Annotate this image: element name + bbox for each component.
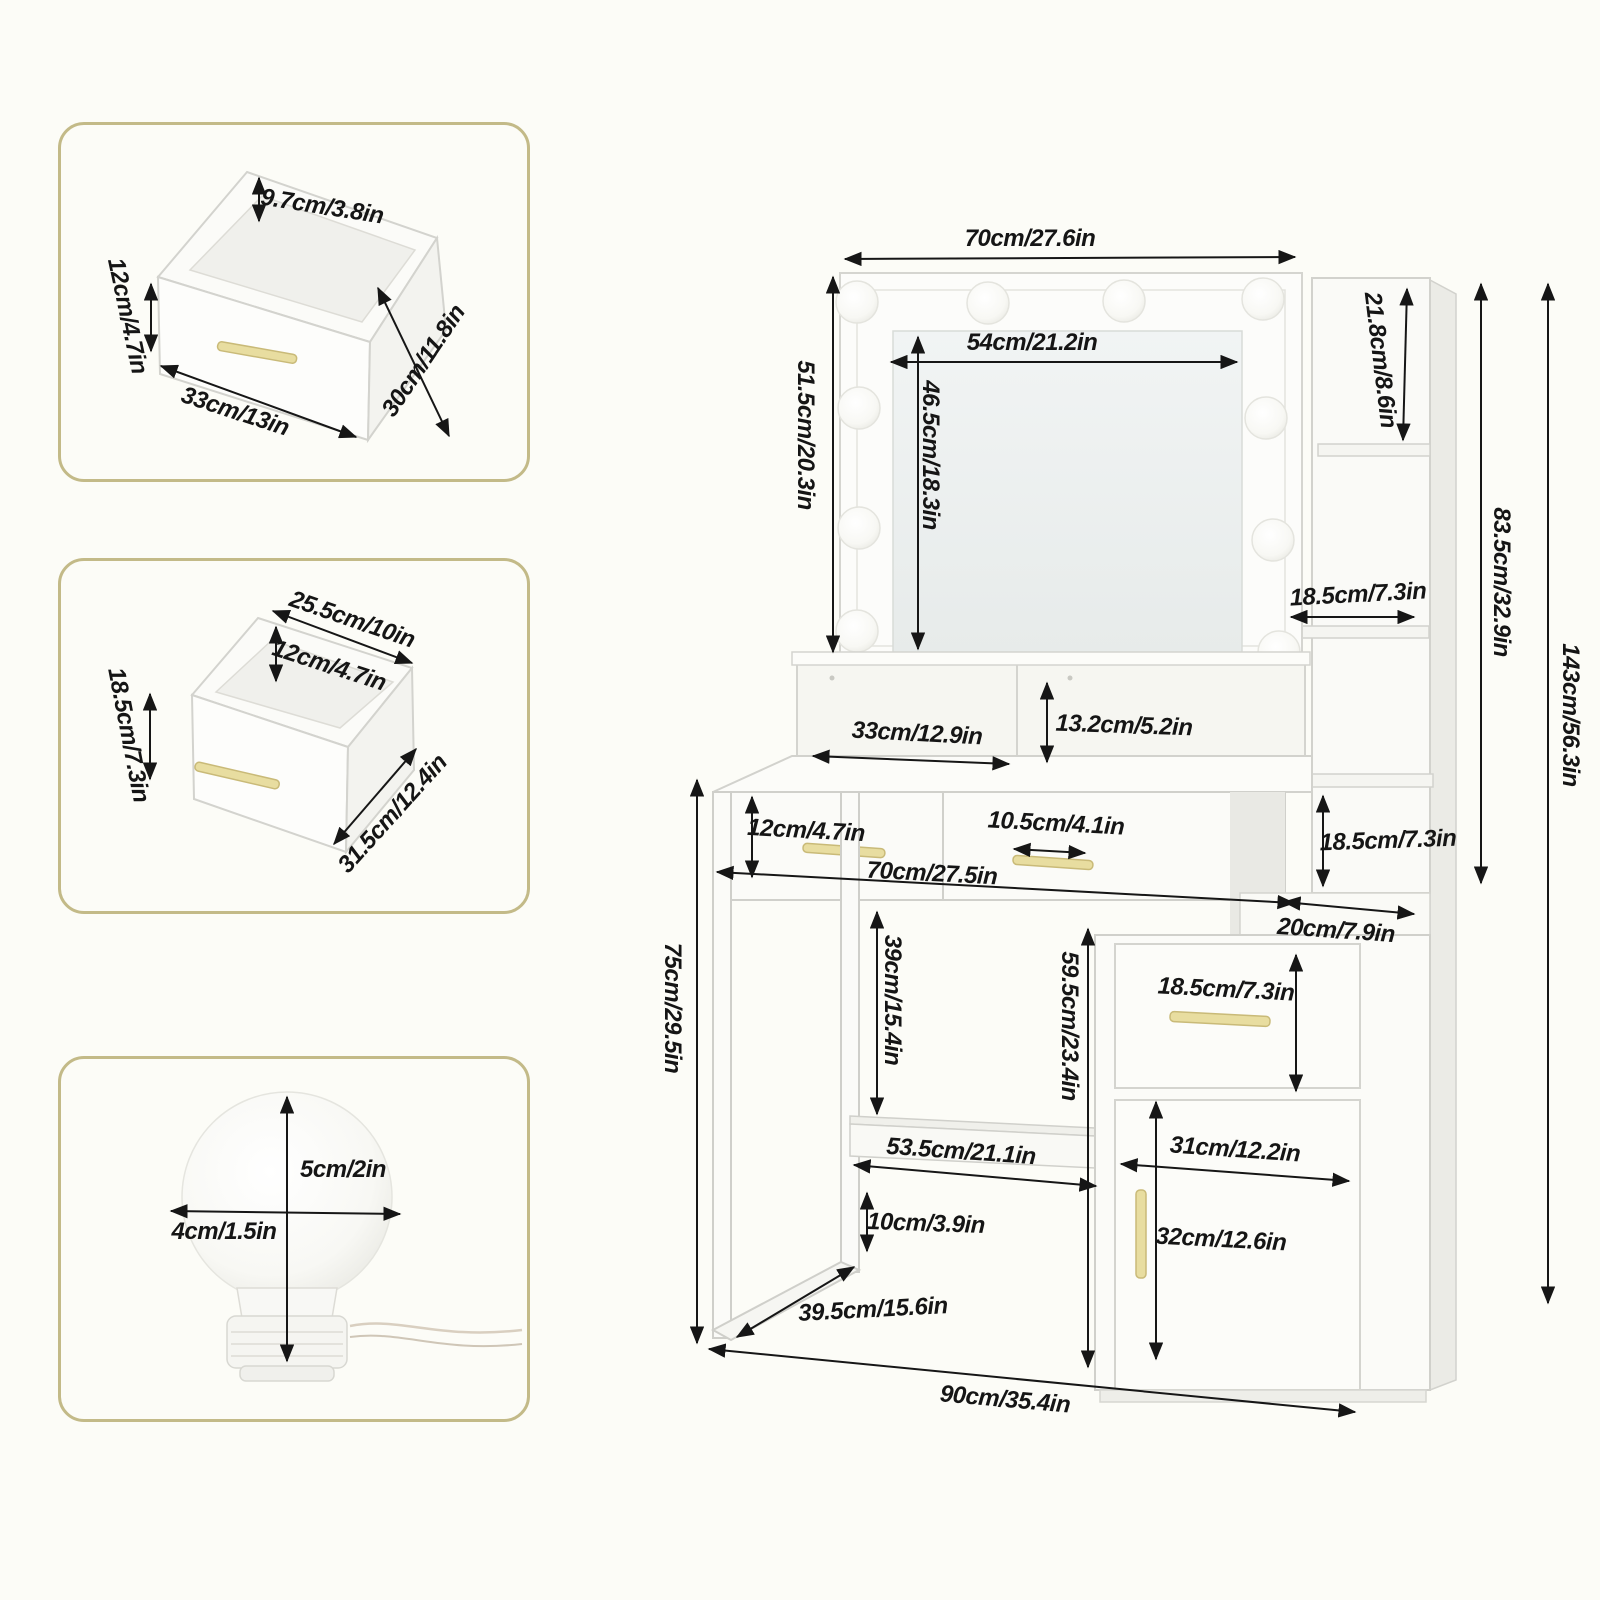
- dim-upper-height: 83.5cm/32.9in: [1488, 507, 1515, 657]
- mirror-glass: [892, 330, 1243, 654]
- light-bulb: [966, 281, 1010, 325]
- light-bulb: [1102, 279, 1146, 323]
- drawer-handle-gold: [216, 341, 298, 365]
- drawer-handle-gold: [1169, 1010, 1271, 1028]
- light-bulb: [1244, 396, 1288, 440]
- dim-mirror-width: 54cm/21.2in: [966, 329, 1098, 356]
- desk-top: [712, 755, 1313, 793]
- dim-mirror-height: 46.5cm/18.3in: [917, 380, 944, 530]
- inset-box-light-bulb: [58, 1056, 530, 1422]
- side-cabinet: [1094, 934, 1431, 1403]
- dim-drawer-height: 12cm/4.7in: [746, 813, 866, 848]
- light-bulb: [1241, 277, 1285, 321]
- dim-bulb-height: 5cm/2in: [300, 1156, 386, 1183]
- tower-shelf: [1287, 625, 1430, 639]
- light-bulb: [835, 609, 879, 653]
- dim-tower-lower-height: 18.5cm/7.3in: [1319, 824, 1457, 857]
- door-handle-gold: [1135, 1189, 1147, 1279]
- dim-cabinet-height: 59.5cm/23.4in: [1056, 951, 1083, 1101]
- light-bulb: [837, 506, 881, 550]
- dim-clearance-height: 39cm/15.4in: [879, 934, 906, 1066]
- light-bulb: [1251, 518, 1295, 562]
- drawer-handle-gold: [194, 761, 280, 790]
- inset-box-small-drawer: [58, 122, 530, 482]
- light-bulb: [835, 280, 879, 324]
- dim-niche-height: 13.2cm/5.2in: [1055, 709, 1193, 742]
- dim-total-height: 143cm/56.3in: [1557, 643, 1584, 787]
- tower-shelf: [1317, 443, 1431, 457]
- light-bulb: [837, 386, 881, 430]
- dimension-arrows: [142, 176, 1556, 1418]
- dim-bulb-diameter: 4cm/1.5in: [171, 1218, 277, 1245]
- bulb-wire: [349, 1322, 523, 1334]
- dim-stretcher-floor-gap: 10cm/3.9in: [866, 1207, 986, 1240]
- bulb-wire: [349, 1334, 523, 1348]
- dim-frame-height: 51.5cm/20.3in: [792, 360, 819, 510]
- tabletop-shelf-niche: [791, 651, 1311, 766]
- inset-box-large-drawer: [58, 558, 530, 914]
- dim-desk-height: 75cm/29.5in: [659, 942, 686, 1074]
- dim-top-width: 70cm/27.6in: [964, 225, 1096, 252]
